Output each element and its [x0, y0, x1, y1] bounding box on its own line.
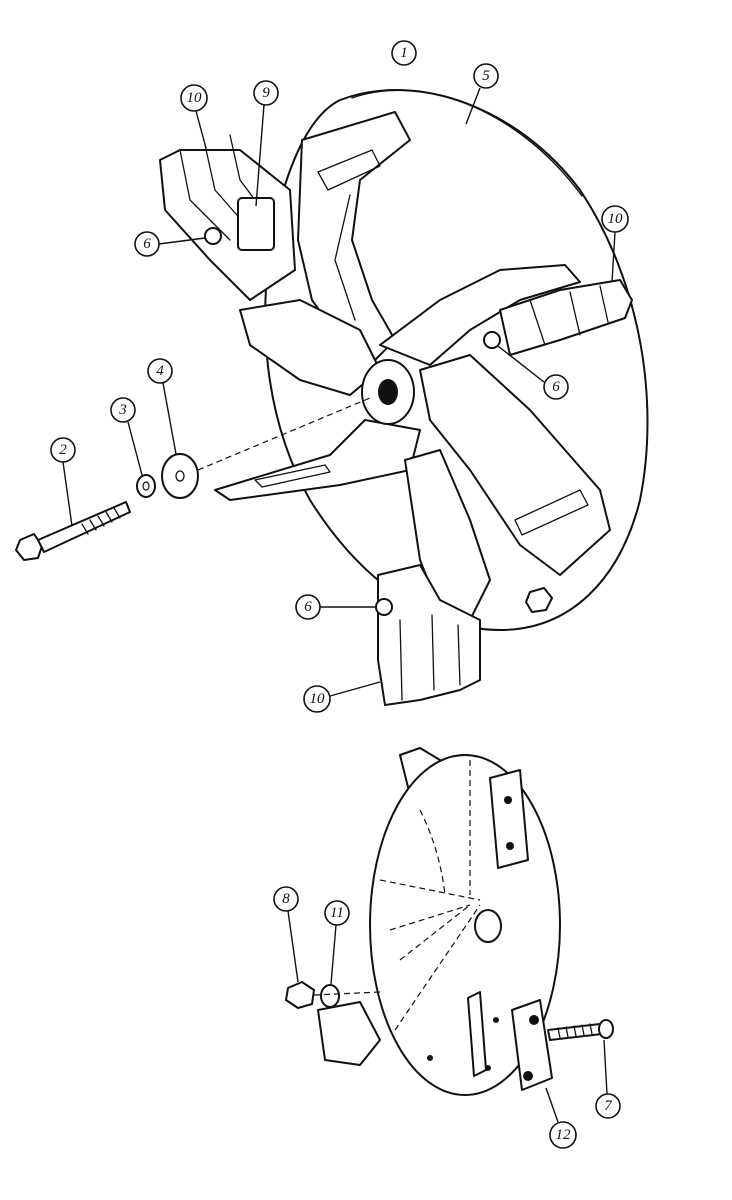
callout-4: 4 [147, 358, 177, 455]
blade-bottom [377, 564, 481, 706]
pin-upper-left [204, 227, 222, 245]
svg-text:8: 8 [282, 891, 290, 907]
callouts: 1 2 3 4 5 6 [50, 40, 629, 1149]
callout-3: 3 [110, 397, 143, 476]
svg-text:5: 5 [482, 68, 490, 84]
svg-text:7: 7 [604, 1098, 613, 1114]
svg-text:9: 9 [262, 85, 270, 101]
disc-assembly-bottom [285, 747, 614, 1096]
screw [547, 1019, 614, 1041]
svg-text:6: 6 [143, 236, 151, 252]
callout-10-right: 10 [601, 205, 629, 283]
blade-upper-left [159, 134, 296, 301]
slot-plate [489, 769, 529, 869]
svg-text:10: 10 [310, 691, 326, 707]
callout-6-bottom: 6 [295, 594, 376, 620]
svg-text:4: 4 [156, 363, 164, 379]
bottom-hub [474, 909, 502, 943]
svg-text:6: 6 [304, 599, 312, 615]
washer [320, 984, 340, 1008]
svg-text:10: 10 [187, 90, 203, 106]
blade-right [499, 279, 633, 356]
pin-right [483, 331, 501, 349]
svg-text:12: 12 [556, 1127, 572, 1143]
arm-lower-left [214, 419, 421, 501]
arm-upper-left [297, 111, 411, 361]
callout-6-upper-left: 6 [134, 231, 206, 257]
callout-8: 8 [273, 886, 299, 983]
svg-text:10: 10 [608, 211, 624, 227]
bolt [15, 501, 131, 561]
callout-6-right: 6 [497, 345, 569, 400]
nut [285, 981, 315, 1009]
callout-11: 11 [324, 900, 350, 985]
nut-lower-right [525, 587, 553, 613]
arm-lower-right [419, 354, 611, 576]
arm-upper-right [379, 264, 581, 366]
callout-12: 12 [545, 1087, 577, 1149]
svg-text:2: 2 [59, 442, 67, 458]
callout-10-bottom: 10 [303, 681, 381, 713]
center-hub [361, 359, 415, 425]
svg-text:3: 3 [118, 402, 127, 418]
arm-lower [404, 449, 491, 621]
svg-text:6: 6 [552, 379, 560, 395]
callout-9: 9 [253, 80, 279, 207]
svg-text:11: 11 [330, 905, 344, 921]
bracket-bottom [317, 1001, 381, 1066]
callout-7: 7 [595, 1039, 621, 1119]
clip [511, 999, 553, 1091]
callout-2: 2 [50, 437, 76, 527]
callout-10-top: 10 [180, 84, 208, 149]
callout-1: 1 [391, 40, 417, 66]
assembly-axis-line [197, 397, 371, 471]
svg-text:1: 1 [400, 45, 408, 61]
callout-5: 5 [465, 63, 499, 125]
pin-bottom [375, 598, 393, 616]
disc-assembly-top [15, 89, 649, 706]
